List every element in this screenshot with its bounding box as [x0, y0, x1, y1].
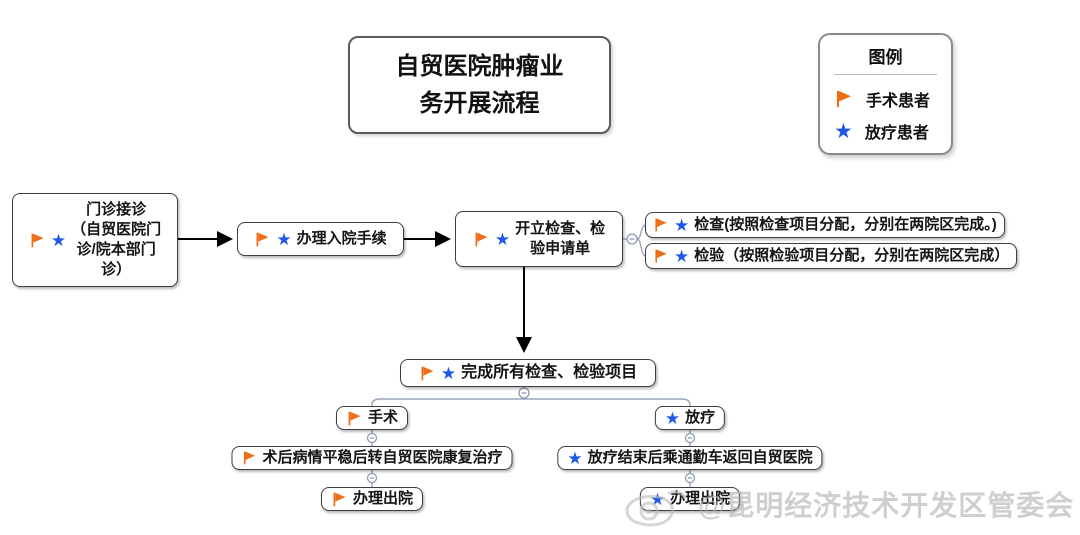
node-outpatient[interactable]: ★ 门诊接诊 （自贸医院门 诊/院本部门 诊） — [12, 193, 178, 287]
node-radiotherapy-return[interactable]: ★ 放疗结束后乘通勤车返回自贸医院 — [557, 446, 823, 470]
bracket-complete-children — [371, 398, 691, 406]
legend-title: 图例 — [868, 48, 903, 67]
node-label: 办理出院 — [670, 489, 731, 507]
collapse-toggle-complete[interactable] — [518, 387, 530, 399]
radiotherapy-star-icon: ★ — [276, 229, 292, 249]
radiotherapy-star-icon: ★ — [567, 448, 583, 468]
surgery-flag-icon — [837, 91, 851, 107]
radiotherapy-star-icon: ★ — [440, 363, 457, 383]
node-discharge-surgery[interactable]: 办理出院 — [320, 487, 424, 511]
radiotherapy-star-icon: ★ — [50, 230, 67, 250]
node-label: 放疗 — [685, 408, 716, 426]
node-admission[interactable]: ★ 办理入院手续 — [237, 222, 404, 256]
node-complete[interactable]: ★ 完成所有检查、检验项目 — [400, 359, 656, 387]
branch-to-lab — [636, 238, 647, 257]
legend-item-surgery: 手术患者 — [834, 83, 937, 115]
node-postop-recovery[interactable]: 术后病情平稳后转自贸医院康复治疗 — [231, 446, 513, 470]
node-label: 术后病情平稳后转自贸医院康复治疗 — [262, 448, 503, 466]
surgery-flag-icon — [256, 232, 269, 246]
tree-connectors — [371, 224, 691, 487]
surgery-flag-icon — [348, 411, 361, 425]
flow-arrows — [178, 231, 532, 353]
node-lab[interactable]: ★ 检验（按照检验项目分配，分别在两院区完成） — [645, 243, 1018, 269]
radiotherapy-star-icon: ★ — [664, 408, 681, 428]
radiotherapy-star-icon: ★ — [674, 215, 690, 235]
surgery-flag-icon — [333, 492, 346, 506]
weibo-logo-icon — [625, 490, 687, 527]
legend-item-radiotherapy: ★ 放疗患者 — [834, 115, 937, 147]
node-label: 门诊接诊 （自贸医院门 诊/院本部门 诊） — [71, 200, 162, 279]
surgery-flag-icon — [655, 218, 667, 232]
radiotherapy-star-icon: ★ — [674, 246, 690, 266]
collapse-toggles — [366, 233, 696, 484]
surgery-flag-icon — [475, 232, 488, 246]
node-order[interactable]: ★ 开立检查、检 验申请单 — [455, 211, 623, 267]
node-label: 放疗结束后乘通勤车返回自贸医院 — [587, 448, 813, 466]
node-label: 办理出院 — [352, 489, 414, 507]
surgery-flag-icon — [655, 249, 667, 263]
node-label: 完成所有检查、检验项目 — [461, 364, 638, 382]
node-label: 手术 — [367, 408, 399, 426]
node-label: 检验（按照检验项目分配，分别在两院区完成） — [694, 246, 1010, 264]
legend-divider — [834, 74, 937, 75]
node-label: 检查(按照检查项目分配，分别在两院区完成。) — [694, 215, 997, 233]
node-label: 开立检查、检 验申请单 — [515, 219, 606, 257]
surgery-flag-icon — [243, 451, 256, 465]
legend-label-surgery: 手术患者 — [866, 93, 931, 110]
radiotherapy-star-icon: ★ — [494, 229, 511, 249]
node-radiotherapy[interactable]: ★ 放疗 — [654, 406, 726, 430]
collapse-toggle-postop[interactable] — [366, 472, 378, 484]
watermark: @昆明经济技术开发区管委会 — [622, 478, 1074, 530]
node-label: 办理入院手续 — [296, 229, 387, 247]
page-title-text: 自贸医院肿瘤业 务开展流程 — [395, 52, 564, 117]
surgery-flag-icon — [421, 366, 434, 380]
collapse-toggle-return[interactable] — [684, 472, 696, 484]
collapse-toggle-radiotherapy[interactable] — [684, 432, 696, 444]
surgery-flag-icon — [31, 233, 44, 247]
collapse-toggle-order[interactable] — [626, 233, 638, 245]
legend: 图例 手术患者 ★ 放疗患者 — [818, 33, 953, 155]
watermark-text: @昆明经济技术开发区管委会 — [698, 490, 1075, 521]
page-title: 自贸医院肿瘤业 务开展流程 — [348, 36, 611, 134]
legend-label-radiotherapy: 放疗患者 — [864, 125, 929, 142]
radiotherapy-star-icon: ★ — [834, 119, 853, 143]
node-exam[interactable]: ★ 检查(按照检查项目分配，分别在两院区完成。) — [645, 212, 1005, 238]
collapse-toggle-surgery[interactable] — [366, 432, 378, 444]
node-surgery[interactable]: 手术 — [335, 406, 409, 430]
